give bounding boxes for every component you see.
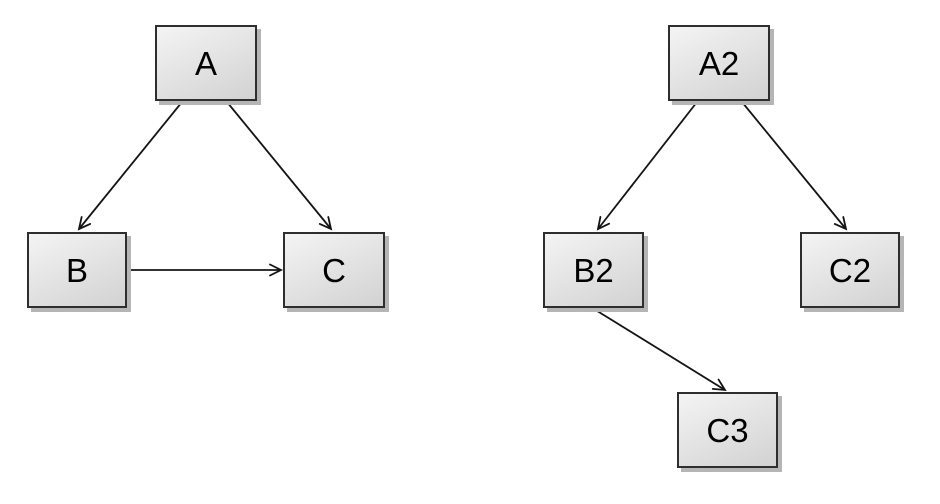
node-B2[interactable]: B2 [543, 232, 644, 308]
node-label: C3 [706, 411, 749, 449]
edge-A2-C2[interactable] [741, 101, 848, 231]
node-C3[interactable]: C3 [677, 392, 778, 468]
node-label: B2 [573, 251, 614, 289]
node-C[interactable]: C [283, 232, 385, 308]
node-label: C [322, 251, 346, 289]
node-label: A [194, 44, 217, 82]
node-label: A2 [698, 44, 740, 82]
node-A[interactable]: A [155, 25, 257, 101]
node-C2[interactable]: C2 [800, 232, 900, 308]
node-A2[interactable]: A2 [668, 25, 770, 101]
node-label: B [65, 251, 88, 289]
node-B[interactable]: B [27, 232, 127, 308]
edge-B2-C3[interactable] [593, 308, 727, 392]
node-label: C2 [828, 251, 872, 289]
edge-A2-B2[interactable] [596, 101, 698, 231]
edge-A-C[interactable] [226, 101, 333, 231]
edge-A-B[interactable] [77, 101, 183, 231]
